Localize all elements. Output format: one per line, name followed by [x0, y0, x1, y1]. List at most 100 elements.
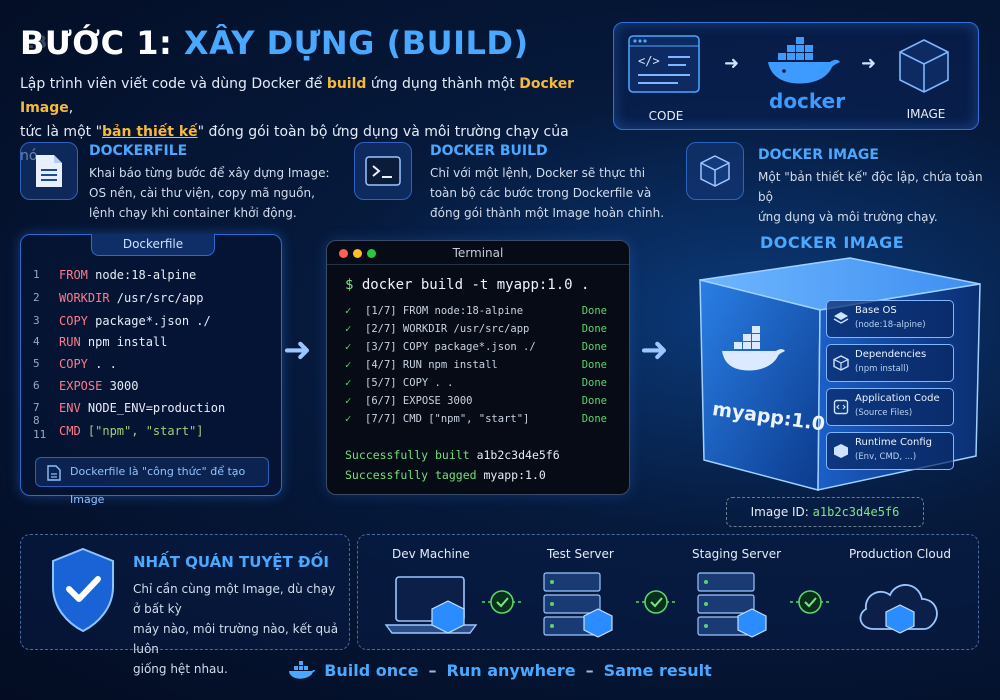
consistency-panel: NHẤT QUÁN TUYỆT ĐỐI Chỉ cần cùng một Ima…	[20, 534, 350, 676]
intro-part: Lập trình viên viết code và dùng Docker …	[20, 76, 327, 92]
package-icon	[833, 355, 849, 371]
env-label-production: Production Cloud	[849, 547, 951, 561]
layer-title: Application Code	[855, 393, 940, 404]
docker-whale-icon	[722, 326, 785, 371]
info-line: Một "bản thiết kế" độc lập, chứa toàn bộ	[758, 170, 983, 204]
line-number: 7	[33, 401, 40, 414]
info-line: lệnh chạy khi container khởi động.	[89, 206, 297, 220]
layer-sub: (Source Files)	[855, 408, 913, 418]
image-id-box: Image ID: a1b2c3d4e5f6	[726, 497, 924, 527]
code-window-icon: </>	[628, 35, 700, 93]
layer-title: Base OS	[855, 305, 897, 316]
line-number: 2	[33, 291, 40, 304]
check-icon: ✓	[345, 341, 352, 353]
consistency-line: giống hệt nhau.	[133, 662, 228, 676]
code-args: . .	[87, 357, 117, 371]
code-keyword: FROM	[59, 268, 88, 282]
code-keyword: ENV	[59, 401, 81, 415]
code-keyword: EXPOSE	[59, 379, 103, 393]
step-status: Done	[581, 395, 607, 407]
consistency-line: Chỉ cần cùng một Image, dù chạy ở bất kỳ	[133, 582, 336, 616]
line-number: 8	[33, 414, 40, 427]
dockerfile-note-text: Dockerfile là "công thức" để tạo Image	[70, 465, 246, 506]
info-line: toàn bộ các bước trong Dockerfile và	[430, 186, 652, 200]
maximize-dot-icon[interactable]	[367, 249, 376, 258]
laptop-icon	[384, 576, 478, 634]
code-args: 3000	[102, 379, 139, 393]
flow-image-label: IMAGE	[906, 107, 946, 121]
tagline-separator: –	[585, 661, 594, 680]
arrow-right-icon: ➜	[640, 330, 669, 370]
info-line: đóng gói thành một Image hoàn chỉnh.	[430, 206, 665, 220]
layer-title: Dependencies	[855, 349, 927, 360]
arrow-right-icon: ➜	[283, 330, 312, 370]
code-args: npm install	[80, 335, 168, 349]
build-step: ✓[3/7] COPY package*.json ./Done	[345, 341, 621, 359]
dockerfile-note: Dockerfile là "công thức" để tạo Image	[35, 457, 269, 506]
step-status: Done	[581, 305, 607, 317]
tagline-separator: –	[428, 661, 437, 680]
step-status: Done	[581, 341, 607, 353]
code-keyword: COPY	[59, 357, 88, 371]
intro-part: tức là một "	[20, 124, 103, 140]
build-step: ✓[5/7] COPY . .Done	[345, 377, 621, 395]
flow-code-label: CODE	[648, 109, 684, 123]
intro-build: build	[326, 76, 367, 92]
code-keyword: COPY	[59, 314, 88, 328]
info-line: Khai báo từng bước để xây dựng Image:	[89, 166, 330, 180]
env-label-dev: Dev Machine	[392, 547, 470, 561]
step-status: Done	[581, 377, 607, 389]
line-number: 11	[33, 428, 47, 441]
intro-part: ứng dụng thành một	[366, 76, 520, 92]
close-dot-icon[interactable]	[339, 249, 348, 258]
code-args: /usr/src/app	[109, 291, 204, 305]
image-id-value: a1b2c3d4e5f6	[812, 505, 900, 519]
terminal-title: Terminal	[452, 246, 504, 260]
code-file-icon	[833, 399, 849, 415]
step-text: [1/7] FROM node:18-alpine	[365, 305, 524, 317]
layer-sub: (npm install)	[855, 364, 909, 374]
consistency-text: Chỉ cần cùng một Image, dù chạy ở bất kỳ…	[133, 579, 343, 679]
intro-blueprint: bản thiết kế	[102, 124, 198, 140]
watermark-logo: LB	[22, 32, 48, 53]
step-status: Done	[581, 323, 607, 335]
intro-text: Lập trình viên viết code và dùng Docker …	[20, 72, 590, 168]
code-args: NODE_ENV=production	[80, 401, 226, 415]
build-step: ✓ [1/7] FROM node:18-alpine Done	[345, 305, 621, 323]
dockerfile-tab[interactable]: Dockerfile	[91, 234, 215, 256]
svg-text:</>: </>	[638, 54, 660, 68]
docker-whale-icon	[768, 37, 840, 84]
check-connector-icon	[482, 590, 522, 614]
check-icon: ✓	[345, 323, 352, 335]
image-id-label: Image ID:	[750, 505, 813, 519]
minimize-dot-icon[interactable]	[353, 249, 362, 258]
built-label: Successfully built	[345, 448, 477, 462]
server-rack-icon	[543, 572, 613, 638]
step-text: [6/7] EXPOSE 3000	[365, 395, 473, 407]
shield-check-icon	[52, 547, 114, 633]
prompt-symbol: $	[345, 277, 354, 293]
layer-base-os: Base OS (node:18-alpine)	[826, 300, 954, 338]
check-icon: ✓	[345, 305, 352, 317]
info-title-dockerfile: DOCKERFILE	[89, 143, 188, 159]
arrow-right-icon: ➜	[724, 53, 740, 74]
step-text: [5/7] COPY . .	[365, 377, 454, 389]
code-args: node:18-alpine	[87, 268, 197, 282]
code-keyword: RUN	[59, 335, 81, 349]
build-flow-diagram: </> CODE ➜ docker ➜ IMAGE	[613, 22, 979, 130]
title-prefix: BƯỚC 1:	[20, 24, 184, 62]
layers-icon	[833, 312, 849, 324]
info-line: OS nền, cài thư viện, copy mã nguồn,	[89, 186, 315, 200]
step-status: Done	[581, 413, 607, 425]
docker-whale-icon	[289, 661, 316, 679]
info-title-docker-build: DOCKER BUILD	[430, 143, 548, 159]
layer-sub: (Env, CMD, ...)	[855, 452, 917, 462]
image-section-title: DOCKER IMAGE	[760, 233, 905, 252]
step-status: Done	[581, 359, 607, 371]
document-icon	[20, 142, 78, 200]
line-number: 3	[33, 314, 40, 327]
env-label-test: Test Server	[547, 547, 614, 561]
tag-success-line: Successfully tagged myapp:1.0	[345, 468, 546, 482]
info-line: Chỉ với một lệnh, Docker sẽ thực thi	[430, 166, 646, 180]
